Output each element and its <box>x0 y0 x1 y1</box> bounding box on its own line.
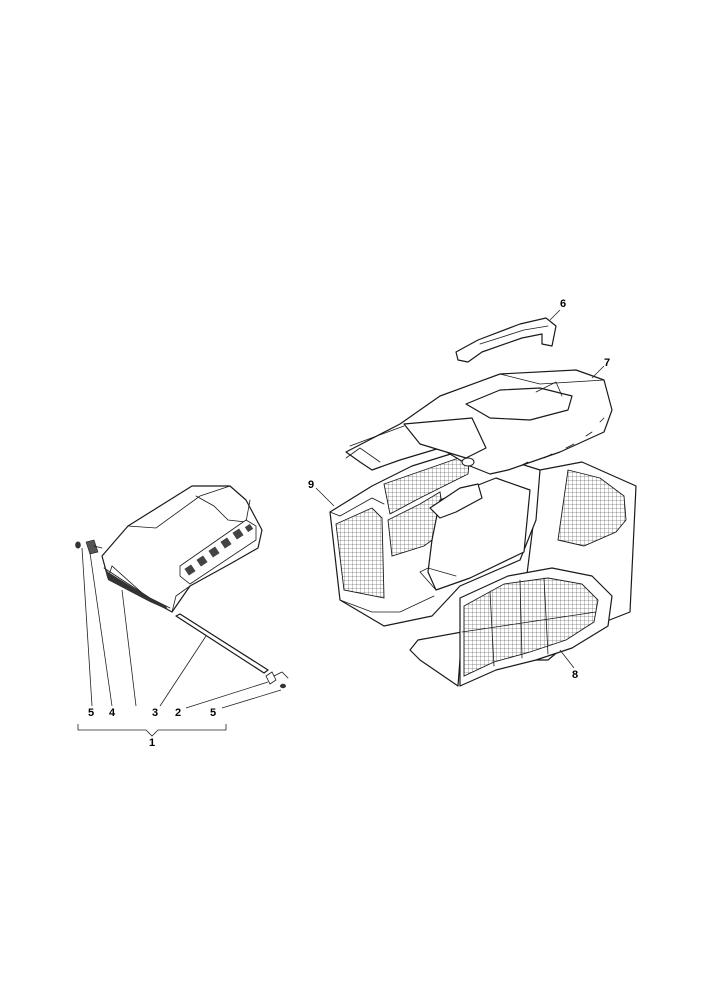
rear-flap-assembly <box>75 485 289 737</box>
grass-bag-fabric <box>409 461 637 687</box>
washer-left <box>75 541 81 549</box>
group-bracket <box>77 724 227 737</box>
callout-3: 3 <box>152 707 158 719</box>
warning-label-panel <box>179 519 257 585</box>
grass-bag-frame <box>329 447 541 627</box>
spring-left <box>85 539 103 555</box>
callout-5-left: 5 <box>88 707 94 719</box>
bag-handle <box>455 317 557 363</box>
callout-1: 1 <box>149 737 155 749</box>
callout-2: 2 <box>175 707 181 719</box>
washer-right <box>280 683 286 689</box>
callout-5-right: 5 <box>210 707 216 719</box>
rear-flap-edge <box>104 566 168 610</box>
spring-right <box>265 671 289 685</box>
grass-bag-top-cover <box>345 369 613 475</box>
hinge-rod <box>175 613 269 674</box>
callout-6: 6 <box>560 298 566 310</box>
callout-4: 4 <box>109 707 116 719</box>
callout-7: 7 <box>604 357 610 369</box>
callout-8: 8 <box>572 669 578 681</box>
grass-bag-assembly <box>315 309 637 687</box>
callout-9: 9 <box>308 479 314 491</box>
